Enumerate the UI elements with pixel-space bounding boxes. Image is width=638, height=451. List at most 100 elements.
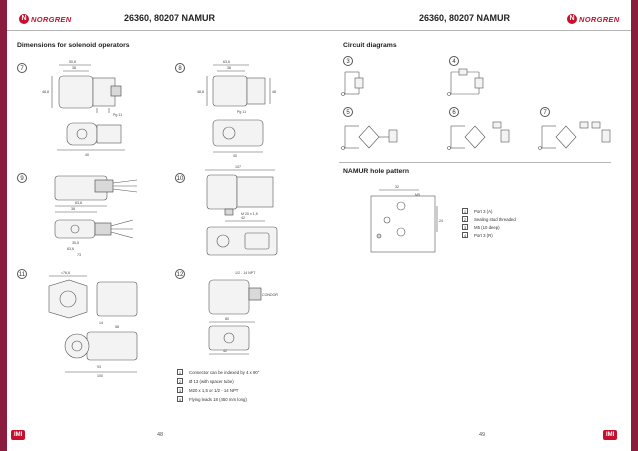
note-number: 2 <box>177 378 183 384</box>
circuit-diagram-4 <box>447 68 484 96</box>
coil-symbol <box>500 129 510 143</box>
namur-hole-pattern: 32 M5 24 <box>370 185 443 253</box>
cable-gland <box>224 208 234 216</box>
port-item: 2 Sealing stud threaded <box>462 216 516 222</box>
note-item: 4 Flying leads 18 (450 mm long) <box>177 396 247 402</box>
note-text: M20 x 1,5 or 1/2 - 14 NPT <box>189 387 239 393</box>
dim-label: 48 <box>272 90 276 94</box>
dim-label: 32 <box>395 185 399 189</box>
dim-label: 73 <box>77 253 81 257</box>
resistor-symbol <box>591 121 601 129</box>
dim-label: 58 <box>115 325 119 329</box>
junction-plan <box>244 232 270 250</box>
note-number: 4 <box>177 396 183 402</box>
coil-symbol <box>354 77 364 89</box>
page-number: 49 <box>479 432 486 438</box>
port-number: 3 <box>462 224 468 230</box>
circuit-number: 4 <box>449 56 459 66</box>
connector-block <box>246 77 266 105</box>
octagon-coil <box>48 279 88 319</box>
drawing-stroke <box>112 188 138 193</box>
port-text: Port 3 (R) <box>474 232 493 238</box>
namur-outline <box>370 195 436 253</box>
coil-bore <box>70 224 80 234</box>
page-title: 26360, 80207 NAMUR <box>419 13 511 23</box>
figure-number: 11 <box>17 269 27 279</box>
coil-symbol <box>388 129 398 143</box>
drawing-stroke <box>447 92 451 96</box>
port-item: 4 Port 3 (R) <box>462 232 493 238</box>
drawing-stroke <box>112 179 138 184</box>
footer-logo: IMI <box>603 430 618 440</box>
drawing-7-solenoid: 50,8 38 Pg 11 48,8 40 <box>42 60 125 157</box>
rectifier-bridge <box>358 125 380 149</box>
dim-label: 50,8 <box>69 60 76 64</box>
coil-bore <box>76 128 88 140</box>
circuit-diagram-5 <box>341 125 398 150</box>
note-text: Ø 13 (with spacer tube) <box>189 378 234 384</box>
figure-number: 9 <box>17 173 27 183</box>
drawing-10-solenoid: 107 M 20 x 1,5 42 <box>205 165 278 256</box>
norgren-logo: N NORGREN <box>567 14 619 24</box>
dim-label: 38 <box>227 66 231 70</box>
coil-plan-view <box>208 325 250 351</box>
drawing-11-solenoid: ≈76,6 14 58 93 100 <box>48 271 138 378</box>
header-divider <box>7 30 319 31</box>
section-title: NAMUR hole pattern <box>343 168 410 175</box>
port-text: Port 3 (A) <box>474 208 493 214</box>
drawing-12-solenoid: 1/2 - 14 NPT CONDOR 80 42 <box>208 271 278 355</box>
dim-label: 40 <box>233 154 237 158</box>
dim-label: Pg 11 <box>113 113 122 117</box>
coil-bore <box>59 290 77 308</box>
circuit-number: 7 <box>540 107 550 117</box>
port-item: 3 M5 (10 deep) <box>462 224 500 230</box>
circuit-diagram-6 <box>447 121 510 150</box>
coil-body <box>212 75 248 107</box>
note-number: 3 <box>177 387 183 393</box>
port-number: 1 <box>462 208 468 214</box>
section-divider <box>339 162 611 163</box>
port-text: M5 (10 deep) <box>474 224 500 230</box>
dim-label: 80 <box>225 317 229 321</box>
port-item: 1 Port 3 (A) <box>462 208 492 214</box>
norgren-logo: N NORGREN <box>19 14 71 24</box>
port-hole <box>383 216 391 224</box>
coil-plan-view <box>212 119 264 147</box>
dim-label: 48,8 <box>42 90 49 94</box>
connector-plug-plan <box>94 222 112 236</box>
rectifier-bridge <box>464 125 486 149</box>
mount-hole <box>376 233 382 239</box>
coil-plan-view <box>54 219 96 239</box>
drawing-stroke <box>538 146 542 150</box>
coil-side-view <box>86 331 138 361</box>
port-hole <box>396 227 406 237</box>
circuit-number: 3 <box>343 56 353 66</box>
coil-body <box>58 75 94 109</box>
drawing-stroke <box>110 231 134 239</box>
circuit-number: 5 <box>343 107 353 117</box>
coil-bore <box>71 340 83 352</box>
port-hole <box>396 201 406 211</box>
connector-plug <box>94 179 114 193</box>
dim-label: 14 <box>99 321 103 325</box>
circuit-diagram-3 <box>341 71 364 96</box>
dim-label: Pg 11 <box>237 110 246 114</box>
note-item: 2 Ø 13 (with spacer tube) <box>177 378 234 384</box>
dim-label: 42 <box>223 349 227 353</box>
junction-box <box>96 281 138 317</box>
dim-label: 48,8 <box>197 90 204 94</box>
figure-number: 7 <box>17 63 27 73</box>
dim-label: 35,5 <box>72 241 79 245</box>
resistor-symbol <box>492 121 502 129</box>
junction-box <box>236 176 274 208</box>
section-title: Circuit diagrams <box>343 42 397 49</box>
drawing-stroke <box>447 146 451 150</box>
section-title: Dimensions for solenoid operators <box>17 42 130 49</box>
connector-plug <box>248 287 262 301</box>
note-item: 1 Connector can be indexed by 4 x 90° <box>177 369 260 375</box>
circuit-number: 6 <box>449 107 459 117</box>
coil-bore <box>222 126 236 140</box>
page-number: 48 <box>157 432 164 438</box>
right-page: 26360, 80207 NAMUR N NORGREN Circuit dia… <box>319 0 631 451</box>
dim-label: 24 <box>439 219 443 223</box>
